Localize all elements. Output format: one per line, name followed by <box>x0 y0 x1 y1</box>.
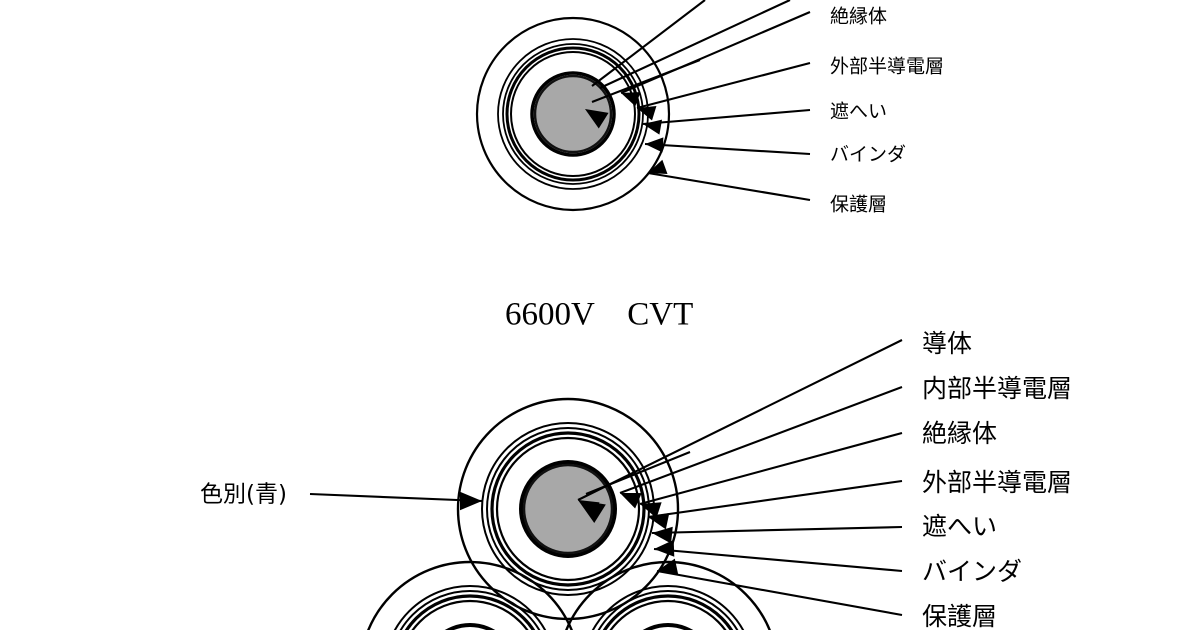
upper-leader-0 <box>620 11 811 94</box>
ring-inner-semiconducting-layer <box>444 623 496 630</box>
ring-protective-layer <box>565 560 771 630</box>
lower-arrow-5 <box>654 539 675 557</box>
ring-insulation <box>411 599 529 630</box>
upper-arrow-1 <box>637 106 657 121</box>
lower-label-6: 保護層 <box>922 602 997 630</box>
lower-arrow-4 <box>652 526 673 544</box>
ring-insulation <box>510 51 636 177</box>
lower-arrow-0 <box>578 500 600 518</box>
ring-shield <box>597 590 739 630</box>
ring-insulation <box>495 436 641 582</box>
upper-label-4: 保護層 <box>830 194 887 216</box>
upper-leader-4 <box>647 171 811 202</box>
lower-leader-6 <box>656 569 903 617</box>
ring-protective-layer <box>475 16 671 212</box>
lower-label-1: 内部半導電層 <box>922 374 1072 403</box>
color-code-arrow <box>460 491 482 511</box>
lower-arrow-2 <box>640 502 662 519</box>
lower-sibling-cables <box>367 560 771 630</box>
lower-leader-3 <box>647 479 903 519</box>
lower-leader-5 <box>653 547 903 573</box>
lower-arrow-3 <box>648 512 670 530</box>
lower-leader-4 <box>651 525 903 535</box>
upper-arrow-2 <box>643 119 663 135</box>
upper-core-arrow <box>585 109 609 129</box>
lower-left-cable <box>367 560 573 630</box>
upper-leader-1 <box>636 61 811 110</box>
conductor-core <box>533 74 613 154</box>
upper-label-1: 外部半導電層 <box>830 56 944 78</box>
upper-leader-2 <box>642 108 811 126</box>
lower-leader-2 <box>639 431 903 506</box>
ring-shield <box>502 43 644 185</box>
upper-leader-3 <box>644 142 811 156</box>
lower-arrow-1 <box>620 493 642 509</box>
conductor-core <box>522 463 614 555</box>
upper-arrow-3 <box>645 137 664 153</box>
color-code-leader <box>309 492 483 503</box>
ring-outer-semiconducting-layer <box>490 431 646 587</box>
ring-protective-layer <box>367 560 573 630</box>
ring-outer-semiconducting-layer <box>505 46 641 182</box>
ring-inner-semiconducting-layer <box>519 460 617 558</box>
ring-shield <box>399 590 541 630</box>
upper-label-3: バインダ <box>830 144 906 166</box>
ring-insulation <box>609 599 727 630</box>
lower-label-0: 導体 <box>922 329 972 358</box>
lower-arrow-6 <box>657 558 679 576</box>
lower-cable-cross-section <box>456 397 680 621</box>
ring-binder <box>591 585 745 630</box>
section-title: 6600V CVT <box>505 297 693 333</box>
color-code-label: 色別(青) <box>200 482 287 508</box>
ring-protective-layer <box>456 397 680 621</box>
lower-leader-0 <box>577 339 903 501</box>
upper-cable-cross-section <box>475 16 671 212</box>
upper-label-0: 絶縁体 <box>830 6 887 28</box>
ring-outer-semiconducting-layer <box>602 594 734 630</box>
ring-binder <box>393 585 547 630</box>
ring-inner-semiconducting-layer <box>530 71 616 157</box>
upper-partial-leader-1 <box>591 0 706 87</box>
lower-label-4: 遮へい <box>922 512 997 541</box>
upper-arrow-0 <box>621 92 641 107</box>
lower-label-5: バインダ <box>922 557 1022 586</box>
ring-inner-semiconducting-layer <box>642 623 694 630</box>
upper-label-2: 遮へい <box>830 101 887 123</box>
lower-right-cable <box>565 560 771 630</box>
upper-arrow-4 <box>648 159 668 174</box>
ring-outer-semiconducting-layer <box>404 594 536 630</box>
lower-leader-1 <box>619 386 903 494</box>
upper-leader-lines <box>585 0 811 202</box>
lower-label-2: 絶縁体 <box>922 419 997 448</box>
lower-label-3: 外部半導電層 <box>922 468 1072 497</box>
upper-partial-leader-0 <box>599 0 791 89</box>
color-code-callout: 色別(青) <box>200 482 483 511</box>
lower-leader-lines <box>577 339 903 617</box>
